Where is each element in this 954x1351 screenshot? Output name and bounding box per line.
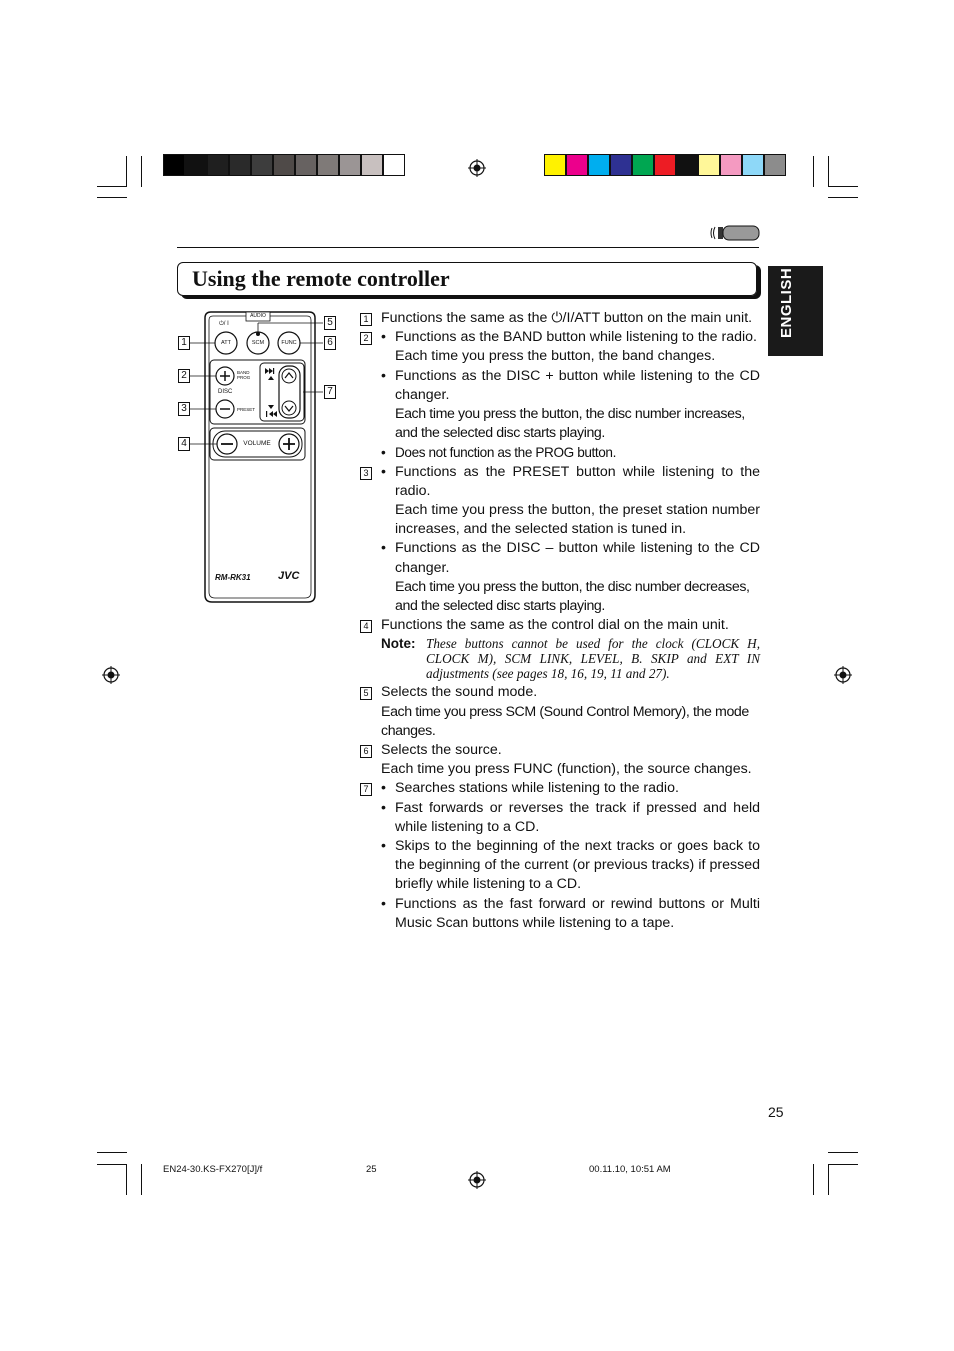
item-number: 3 [360,466,372,480]
swatch [764,154,786,176]
remote-controller-diagram: AUDIO ⏻/ I ATT SCM FUNC BAND PROG DISC P… [175,310,345,605]
footer-filename: EN24-30.KS-FX270[J]/f [163,1164,263,1175]
bullet: Skips to the beginning of the next track… [381,837,760,895]
bullet: Does not function as the PROG button. [381,443,760,462]
bullet: Fast forwards or reverses the track if p… [381,799,760,837]
swatch [185,154,207,176]
bullet: Functions as the DISC + button while lis… [381,367,760,405]
callout-7: 7 [324,385,336,399]
callout-3: 3 [178,402,190,416]
language-tab: ENGLISH [768,266,823,356]
func-button[interactable]: FUNC [281,340,297,346]
preset-label: PRESET [237,407,256,412]
item-number: 7 [360,783,372,797]
swatch [273,154,295,176]
gray-scale-bar [163,154,405,176]
callout-5: 5 [324,316,336,330]
callout-6: 6 [324,336,336,350]
header-rule [177,247,759,248]
swatch [742,154,764,176]
swatch [566,154,588,176]
registration-target-icon [468,1171,486,1189]
swatch [295,154,317,176]
disc-label: DISC [218,389,233,395]
swatch [588,154,610,176]
item-6: 6 Selects the source. Each time you pres… [358,741,760,779]
item-7: 7 Searches stations while listening to t… [358,779,760,933]
item-2: 2 Functions as the BAND button while lis… [358,328,760,463]
swatch [383,154,405,176]
power-label: ⏻/ I [219,321,229,327]
bullet: Functions as the fast forward or rewind … [381,895,760,933]
swatch [317,154,339,176]
callout-4: 4 [178,437,190,451]
swatch [720,154,742,176]
item-1: 1 Functions the same as the ⏻/I/ATT butt… [358,309,760,328]
item-detail: Each time you press FUNC (function), the… [381,761,752,778]
audio-label: AUDIO [250,313,266,319]
swatch [654,154,676,176]
item-detail: Each time you press SCM (Sound Control M… [381,703,749,739]
item-number: 4 [360,620,372,634]
swatch [610,154,632,176]
bullet-detail: Each time you press the button, the disc… [395,578,750,615]
swatch [229,154,251,176]
footer-page: 25 [366,1164,377,1175]
swatch [251,154,273,176]
callout-2: 2 [178,369,190,383]
swatch [698,154,720,176]
note: Note: These buttons cannot be used for t… [381,636,760,681]
note-text: These buttons cannot be used for the clo… [426,636,760,682]
item-number: 2 [360,332,372,346]
item-text: Selects the sound mode. [381,684,538,701]
bullet-detail: Each time you press the button, the band… [395,348,716,365]
speaker-icon [710,225,760,241]
item-number: 6 [360,745,372,759]
swatch [544,154,566,176]
registration-target-icon [834,666,852,684]
page-number: 25 [768,1104,784,1120]
swatch [361,154,383,176]
swatch [632,154,654,176]
bullet-detail: Each time you press the button, the disc… [395,406,745,442]
band-label: BAND [237,370,250,375]
item-3: 3 Functions as the PRESET button while l… [358,463,760,617]
swatch [163,154,185,176]
registration-target-icon [468,159,486,177]
language-tab-label: ENGLISH [778,267,795,338]
swatch [207,154,229,176]
swatch [339,154,361,176]
description-column: 1 Functions the same as the ⏻/I/ATT butt… [358,309,760,933]
bullet: Functions as the DISC – button while lis… [381,539,760,577]
item-4: 4 Functions the same as the control dial… [358,616,760,681]
title-box: Using the remote controller [177,262,757,296]
item-5: 5 Selects the sound mode. Each time you … [358,683,760,741]
item-text: Functions the same as the ⏻/I/ATT button… [381,310,753,326]
item-text: Functions the same as the control dial o… [381,617,729,634]
bullet-detail: Each time you press the button, the pres… [395,502,760,538]
bullet: Functions as the PRESET button while lis… [381,463,760,501]
att-button[interactable]: ATT [221,340,231,346]
registration-target-icon [102,666,120,684]
jvc-logo: JVC [278,570,300,582]
prog-label: PROG [237,375,251,380]
item-number: 1 [360,313,372,326]
item-text: Selects the source. [381,742,502,759]
model-label: RM-RK31 [215,573,251,582]
bullet: Searches stations while listening to the… [381,779,760,798]
page-title: Using the remote controller [192,266,450,291]
callout-1: 1 [178,336,190,350]
footer-timestamp: 00.11.10, 10:51 AM [589,1164,671,1175]
note-label: Note: [381,636,416,652]
color-bar [544,154,786,176]
volume-label: VOLUME [243,440,271,447]
swatch [676,154,698,176]
bullet: Functions as the BAND button while liste… [381,328,760,347]
scm-button[interactable]: SCM [251,340,265,346]
item-number: 5 [360,687,372,701]
